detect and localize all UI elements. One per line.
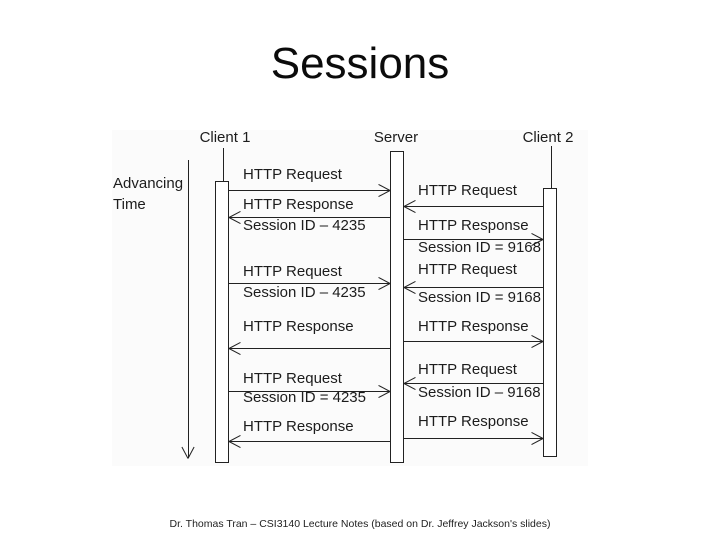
message-line (229, 217, 390, 218)
message-label: HTTP Response (243, 318, 354, 335)
message-label: HTTP Response (418, 413, 529, 430)
message-line (404, 438, 543, 439)
message-line (404, 341, 543, 342)
message-label: HTTP Request (418, 261, 517, 278)
message-label: HTTP Request (243, 166, 342, 183)
message-line (229, 441, 390, 442)
activation-bar-server (390, 151, 404, 463)
message-line (229, 391, 390, 392)
lifeline-stub-client1 (223, 148, 224, 181)
advancing-time-label-line2: Time (113, 196, 146, 213)
message-line (404, 239, 543, 240)
message-line (229, 190, 390, 191)
message-line (404, 206, 543, 207)
message-label: HTTP Request (418, 361, 517, 378)
activation-bar-client2 (543, 188, 557, 457)
session-id-label: Session ID = 4235 (243, 389, 366, 406)
session-id-label: Session ID = 9168 (418, 239, 541, 256)
lifeline-stub-client2 (551, 146, 552, 188)
message-line (404, 287, 543, 288)
slide-title: Sessions (270, 39, 450, 88)
advancing-time-label-line1: Advancing (113, 175, 184, 192)
message-label: HTTP Response (243, 418, 354, 435)
message-line (229, 348, 390, 349)
actor-label-client1: Client 1 (199, 129, 251, 146)
advancing-time-arrow (188, 160, 189, 458)
message-label: HTTP Request (418, 182, 517, 199)
session-id-label: Session ID – 4235 (243, 217, 366, 234)
message-label: HTTP Request (243, 263, 342, 280)
message-line (229, 283, 390, 284)
actor-label-server: Server (373, 129, 419, 146)
activation-bar-client1 (215, 181, 229, 463)
slide-footer: Dr. Thomas Tran – CSI3140 Lecture Notes … (169, 518, 551, 530)
message-label: HTTP Response (243, 196, 354, 213)
session-id-label: Session ID = 9168 (418, 289, 541, 306)
message-label: HTTP Request (243, 370, 342, 387)
message-label: HTTP Response (418, 318, 529, 335)
sequence-diagram-background (112, 130, 588, 466)
message-label: HTTP Response (418, 217, 529, 234)
message-line (404, 383, 543, 384)
actor-label-client2: Client 2 (522, 129, 574, 146)
session-id-label: Session ID – 4235 (243, 284, 366, 301)
session-id-label: Session ID – 9168 (418, 384, 541, 401)
